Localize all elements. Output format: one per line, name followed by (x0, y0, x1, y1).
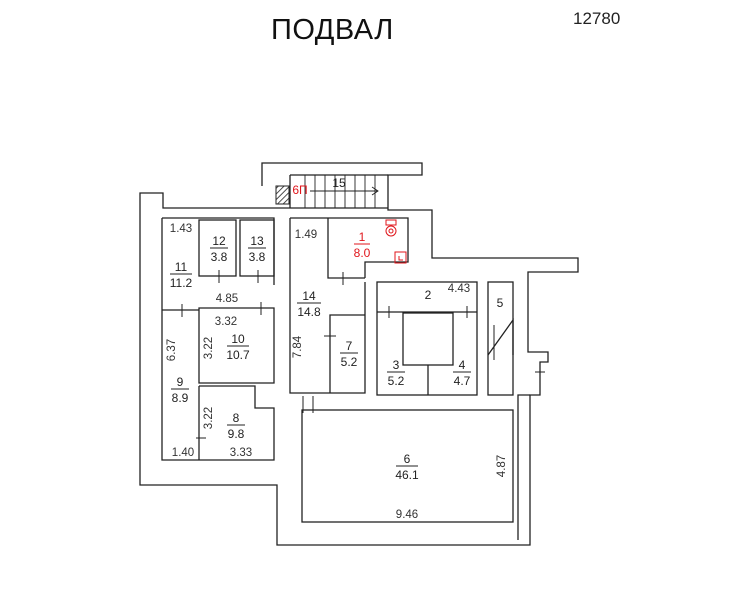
svg-text:3.8: 3.8 (211, 250, 228, 264)
outer-walls (139, 162, 579, 546)
svg-text:3.8: 3.8 (249, 250, 266, 264)
stair-label: 15 (332, 176, 346, 190)
plan-code: 12780 (573, 9, 621, 28)
stair-15 (304, 175, 379, 208)
dimension-label: 4.87 (496, 455, 508, 477)
hatched-column (275, 185, 290, 205)
svg-text:3: 3 (393, 358, 400, 372)
dimension-label: 4.85 (216, 293, 238, 305)
technical-room-label: 6П (292, 183, 307, 197)
room-5-label: 5 (497, 296, 504, 310)
room-11-label: 11 11.2 (170, 260, 193, 290)
svg-text:6: 6 (404, 452, 411, 466)
svg-text:12: 12 (212, 234, 226, 248)
dimension-label: 4.43 (448, 283, 470, 295)
dimension-label: 3.32 (215, 316, 237, 328)
svg-text:13: 13 (250, 234, 264, 248)
dimension-label: 1.40 (172, 447, 194, 459)
svg-text:4.7: 4.7 (454, 374, 471, 388)
svg-text:10.7: 10.7 (226, 348, 250, 362)
toilet-icon (385, 219, 397, 237)
door-marks (181, 270, 545, 439)
room-walls (162, 217, 514, 523)
svg-text:7: 7 (346, 339, 353, 353)
room-1-label: 1 8.0 (354, 230, 371, 260)
svg-text:14.8: 14.8 (297, 305, 321, 319)
dimension-label: 1.43 (170, 223, 192, 235)
dimension-label: 6.37 (166, 339, 178, 361)
room-13-label: 13 3.8 (248, 234, 266, 264)
svg-text:1: 1 (359, 230, 366, 244)
page-title: ПОДВАЛ (271, 14, 394, 46)
svg-text:9.8: 9.8 (228, 427, 245, 441)
dimension-label: 9.46 (396, 509, 418, 521)
svg-text:5.2: 5.2 (388, 374, 405, 388)
room-10-label: 10 10.7 (226, 332, 250, 362)
room-9-label: 9 8.9 (171, 375, 189, 405)
room-12-label: 12 3.8 (210, 234, 228, 264)
sink-icon (394, 251, 407, 264)
room-6-label: 6 46.1 (395, 452, 419, 482)
room-8-label: 8 9.8 (227, 411, 245, 441)
svg-text:14: 14 (302, 289, 316, 303)
svg-text:46.1: 46.1 (395, 468, 419, 482)
svg-text:10: 10 (231, 332, 245, 346)
room-7-label: 7 5.2 (340, 339, 358, 369)
dimension-label: 3.33 (230, 447, 252, 459)
svg-text:5.2: 5.2 (341, 355, 358, 369)
svg-text:8.9: 8.9 (172, 391, 189, 405)
room-3-label: 3 5.2 (387, 358, 405, 388)
svg-text:11: 11 (175, 260, 188, 274)
dimension-label: 3.22 (203, 337, 215, 359)
dimension-label: 1.49 (295, 229, 317, 241)
svg-text:9: 9 (177, 375, 184, 389)
room-2-label: 2 (425, 288, 432, 302)
room-4-label: 4 4.7 (453, 358, 471, 388)
svg-text:8: 8 (233, 411, 240, 425)
dimension-label: 7.84 (292, 335, 304, 358)
room-14-label: 14 14.8 (297, 289, 321, 319)
svg-text:11.2: 11.2 (170, 276, 193, 290)
svg-text:4: 4 (459, 358, 466, 372)
dimension-label: 3.22 (203, 407, 215, 429)
svg-text:8.0: 8.0 (354, 246, 371, 260)
